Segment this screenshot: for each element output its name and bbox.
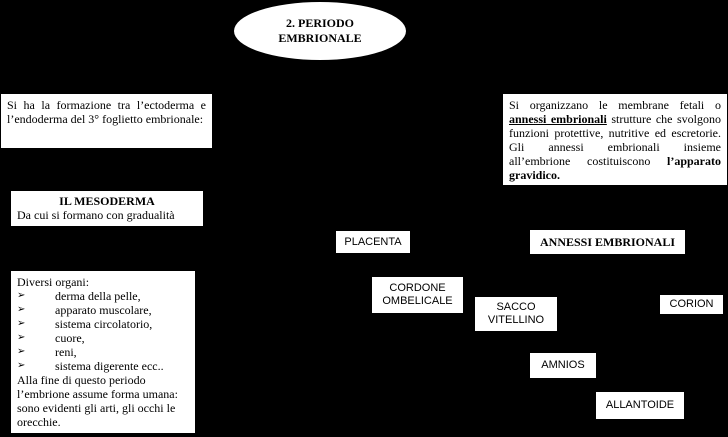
organ-item: ➢ sistema circolatorio, — [17, 317, 189, 331]
mesoderm-subtitle: Da cui si formano con gradualità — [17, 208, 175, 222]
bullet-arrow-icon: ➢ — [17, 332, 26, 343]
title-line-2: EMBRIONALE — [278, 31, 362, 45]
right-intro-bold: l’apparato gravidico. — [509, 154, 721, 182]
organ-item: ➢ derma della pelle, — [17, 289, 189, 303]
placenta-node: PLACENTA — [335, 230, 411, 254]
annessi-label: ANNESSI EMBRIONALI — [539, 234, 676, 249]
sacco-label-line-2: VITELLINO — [487, 314, 545, 326]
left-intro-text: Si ha la formazione tra l’ectoderma e l’… — [7, 98, 206, 126]
title-oval: 2. PERIODO EMBRIONALE — [233, 1, 407, 61]
organs-box: Diversi organi: ➢ derma della pelle, ➢ app… — [10, 270, 196, 434]
allantoide-node: ALLANTOIDE — [595, 391, 685, 420]
title-line-1: 2. PERIODO — [285, 16, 354, 30]
cordone-label-line-2: OMBELICALE — [382, 295, 453, 307]
bullet-arrow-icon: ➢ — [17, 346, 26, 357]
organs-heading: Diversi organi: — [17, 275, 90, 289]
bullet-arrow-icon: ➢ — [17, 360, 26, 371]
organ-item: ➢ cuore, — [17, 331, 189, 345]
placenta-label: PLACENTA — [344, 235, 402, 248]
organ-item: ➢ reni, — [17, 345, 189, 359]
organ-label: apparato muscolare, — [55, 303, 152, 317]
organ-label: cuore, — [55, 331, 85, 345]
right-intro-underlined: annessi embrionali — [509, 112, 607, 126]
corion-label: CORION — [669, 298, 714, 310]
sacco-vitellino-node: SACCO VITELLINO — [474, 296, 558, 332]
allantoide-label: ALLANTOIDE — [605, 399, 675, 411]
right-intro-part-1: Si organizzano le membrane fetali o — [509, 98, 721, 112]
organs-list: ➢ derma della pelle, ➢ apparato muscolare,… — [17, 289, 189, 373]
annessi-embrionali-node: ANNESSI EMBRIONALI — [529, 229, 686, 255]
mesoderm-title: IL MESODERMA — [59, 194, 155, 208]
organ-label: sistema digerente ecc.. — [55, 359, 164, 373]
bullet-arrow-icon: ➢ — [17, 304, 26, 315]
organ-label: reni, — [55, 345, 77, 359]
right-intro-box: Si organizzano le membrane fetali o anne… — [502, 93, 728, 186]
organ-label: sistema circolatorio, — [55, 317, 153, 331]
bullet-arrow-icon: ➢ — [17, 290, 26, 301]
bullet-arrow-icon: ➢ — [17, 318, 26, 329]
organ-item: ➢ sistema digerente ecc.. — [17, 359, 189, 373]
sacco-label-line-1: SACCO — [496, 301, 536, 313]
cordone-ombelicale-node: CORDONE OMBELICALE — [371, 276, 464, 314]
left-intro-box: Si ha la formazione tra l’ectoderma e l’… — [0, 93, 213, 149]
cordone-label-line-1: CORDONE — [389, 282, 446, 294]
organs-footer: Alla fine di questo periodo l’embrione a… — [17, 373, 178, 429]
corion-node: CORION — [659, 294, 724, 315]
right-intro-part-2: strutture che svolgono funzioni protetti… — [509, 112, 721, 168]
amnios-node: AMNIOS — [529, 352, 597, 379]
organ-item: ➢ apparato muscolare, — [17, 303, 189, 317]
mesoderm-box: IL MESODERMA Da cui si formano con gradu… — [10, 190, 204, 227]
organ-label: derma della pelle, — [55, 289, 141, 303]
amnios-label: AMNIOS — [541, 359, 585, 371]
